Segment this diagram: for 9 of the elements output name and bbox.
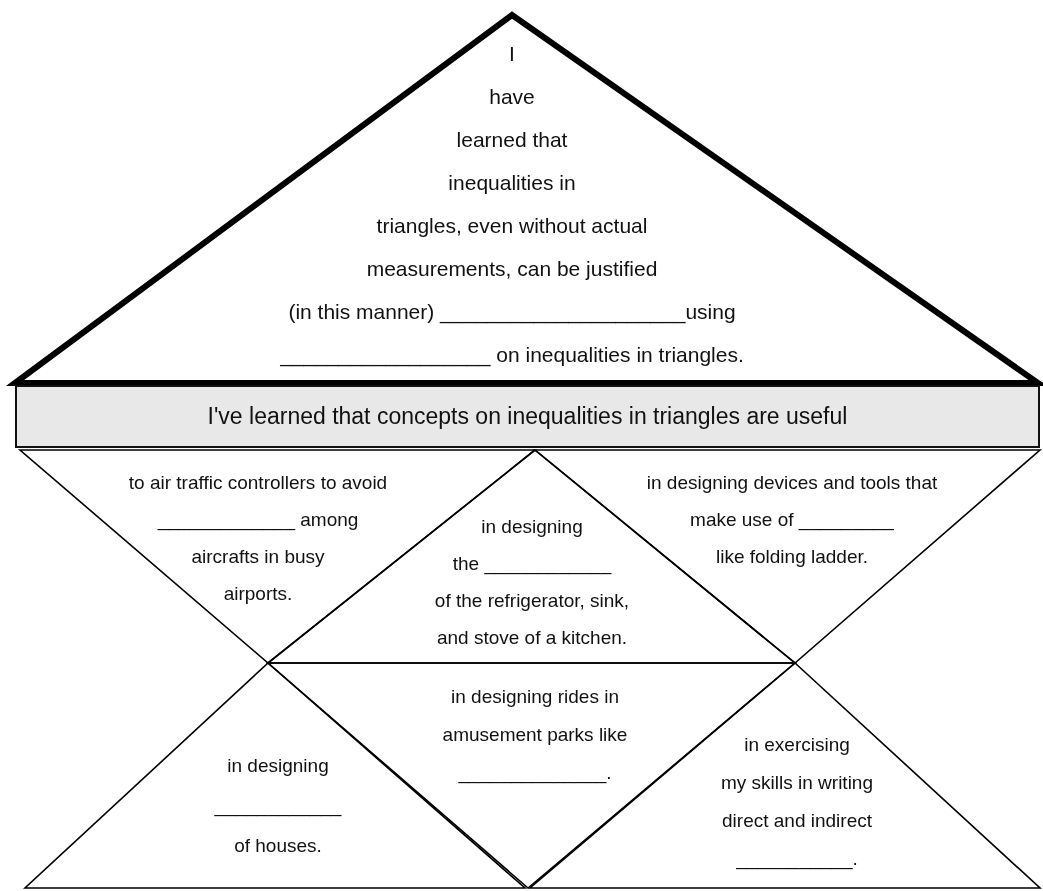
prompt-text: to air traffic controllers to avoid _____________ among aircrafts in busy airports.	[128, 471, 388, 606]
prompt-text: in designing devices and tools that make use of _________ like folding ladder.	[646, 471, 938, 569]
prompt-text: in designing ____________ of houses.	[214, 754, 342, 858]
banner-bar	[15, 385, 1040, 448]
prompt-text: in exercising my skills in writing direct and indirect ___________.	[721, 733, 873, 872]
prompt-text: in designing rides in amusement parks like ______________.	[442, 685, 628, 786]
prompt-text: I have learned that inequalities in triangles, even without actual measurements, can be justified (in this manner) _____________________using __________________ on inequalities in triangles.	[280, 41, 744, 369]
prompt-text: in designing the ____________ of the refrigerator, sink, and stove of a kitchen.	[434, 515, 630, 650]
banner-text: I've learned that concepts on inequalities in triangles are useful	[207, 403, 848, 430]
